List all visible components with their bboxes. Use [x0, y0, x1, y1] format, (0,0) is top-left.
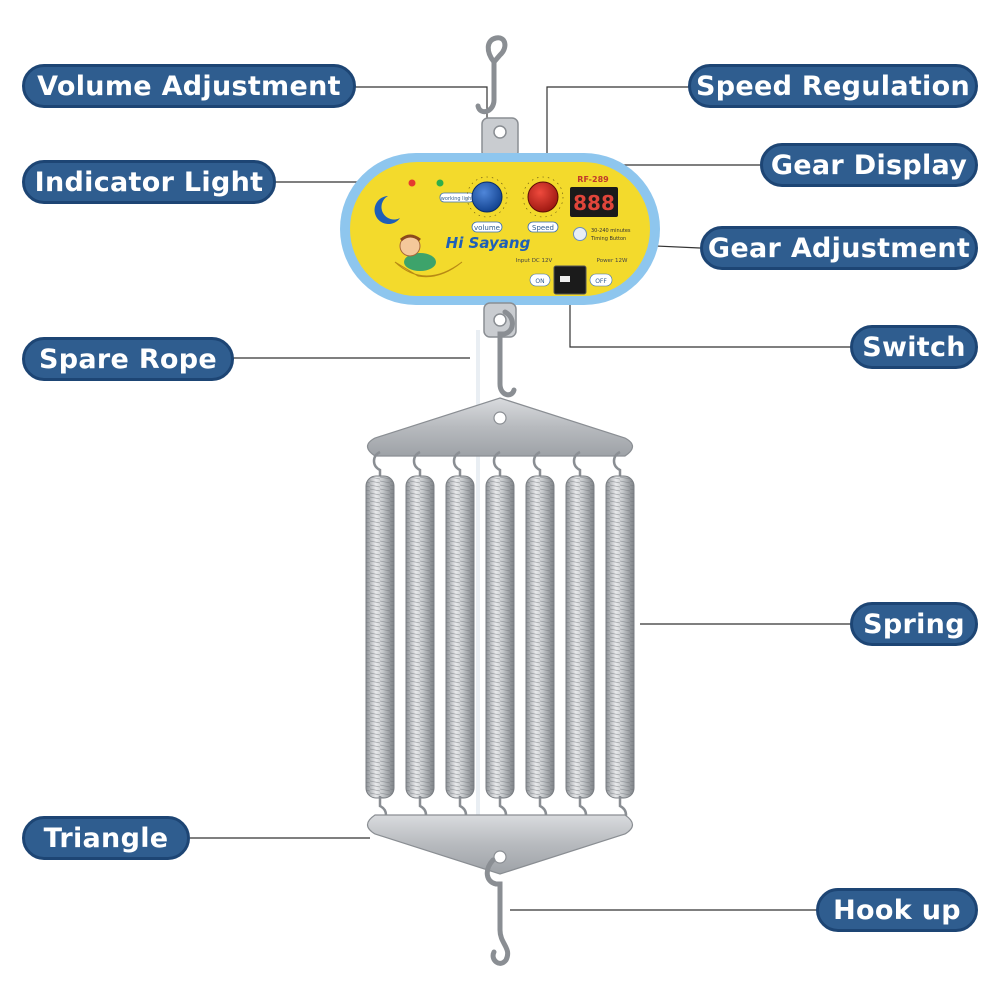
volume-knob-label: volume	[474, 224, 500, 232]
gear-display	[570, 187, 618, 217]
indicator-light-red	[408, 179, 416, 187]
spring-1	[365, 450, 395, 826]
middle-s-hook	[497, 309, 517, 398]
label-hook-up: Hook up	[816, 888, 978, 932]
moon-icon	[374, 196, 400, 224]
volume-knob[interactable]	[471, 181, 503, 213]
label-spare-rope: Spare Rope	[22, 337, 234, 381]
spring-7	[605, 450, 635, 826]
bottom-s-hook	[484, 857, 511, 966]
brand-logo-text: Hi Sayang	[446, 234, 531, 252]
label-speed-regulation: Speed Regulation	[688, 64, 978, 108]
top-triangle-plate	[366, 397, 634, 457]
indicator-light-green	[436, 179, 444, 187]
top-s-hook	[475, 35, 508, 115]
switch-off-label: OFF	[595, 278, 607, 285]
model-label: RF-289	[577, 175, 609, 184]
spring-5	[525, 450, 555, 826]
label-volume-adjustment: Volume Adjustment	[22, 64, 356, 108]
label-switch: Switch	[850, 325, 978, 369]
input-rating-text: Input DC 12V	[516, 258, 553, 264]
timing-line1: 30-240 minutes	[591, 228, 631, 234]
power-rating-text: Power 12W	[597, 258, 628, 264]
spring-6	[565, 450, 595, 826]
label-indicator-light: Indicator Light	[22, 160, 276, 204]
working-light-label: working light	[441, 196, 474, 202]
sleeping-character-illustration	[394, 234, 463, 278]
label-gear-display: Gear Display	[760, 143, 978, 187]
label-gear-adjustment: Gear Adjustment	[700, 226, 978, 270]
speed-knob-label: Speed	[532, 224, 554, 232]
switch-on-label: ON	[535, 278, 544, 285]
label-triangle: Triangle	[22, 816, 190, 860]
springs-group	[365, 450, 635, 826]
gear-display-digits: 888	[573, 191, 615, 215]
label-spring: Spring	[850, 602, 978, 646]
speed-knob[interactable]	[527, 181, 559, 213]
timing-line2: Timing Button	[590, 236, 626, 242]
bottom-triangle-plate	[366, 814, 634, 875]
control-panel: working light volume Speed Hi Sayang RF-…	[340, 153, 660, 305]
spring-3	[445, 450, 475, 826]
spring-4	[485, 450, 515, 826]
spring-2	[405, 450, 435, 826]
gear-adjustment-button[interactable]	[573, 227, 587, 241]
